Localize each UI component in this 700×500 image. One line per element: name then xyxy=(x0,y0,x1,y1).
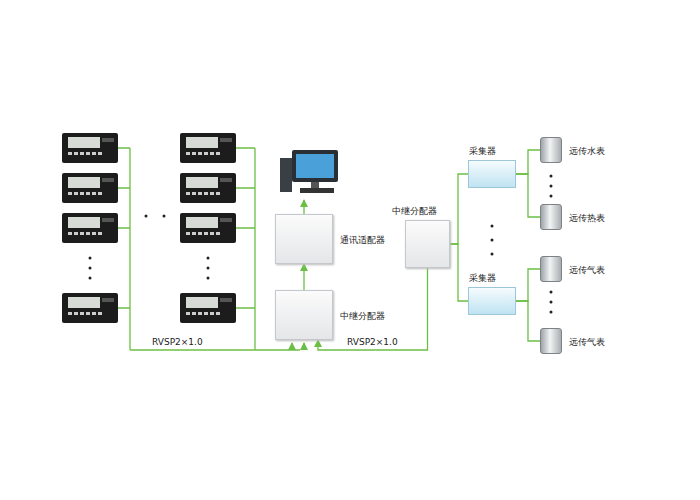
node-label: 通讯适配器 xyxy=(340,236,385,245)
relay-box: 中继分配器 xyxy=(275,290,333,340)
heat-meter: 远传热表 xyxy=(540,204,562,230)
cable-label: RVSP2×1.0 xyxy=(345,338,400,348)
bus-connector xyxy=(303,264,304,290)
node-label: 远传气表 xyxy=(569,266,605,275)
node-label: 远传水表 xyxy=(569,147,605,156)
bus-connector xyxy=(450,244,468,301)
cable-label: RVSP2×1.0 xyxy=(150,338,205,348)
meter-units xyxy=(62,133,236,323)
node-label: 中继分配器 xyxy=(392,207,437,216)
bus-connector xyxy=(318,268,428,350)
node-label: 远传气表 xyxy=(569,338,605,347)
bus-connector xyxy=(516,174,540,217)
relay-box: 中继分配器 xyxy=(405,220,450,268)
node-label: 采集器 xyxy=(469,274,496,283)
bus-connector xyxy=(450,174,468,244)
bus-connector xyxy=(516,301,540,341)
node-label: 远传热表 xyxy=(569,214,605,223)
gas-meter: 远传气表 xyxy=(540,256,562,282)
bus-connector xyxy=(516,269,540,301)
gas-meter: 远传气表 xyxy=(540,328,562,354)
node-label: 采集器 xyxy=(469,147,496,156)
adapter-box: 通讯适配器 xyxy=(275,214,333,264)
water-meter: 远传水表 xyxy=(540,137,562,163)
node-label: 中继分配器 xyxy=(340,312,385,321)
computer xyxy=(280,150,338,193)
collector-box: 采集器 xyxy=(468,287,516,315)
collector-box: 采集器 xyxy=(468,160,516,188)
bus-connector xyxy=(516,150,540,174)
